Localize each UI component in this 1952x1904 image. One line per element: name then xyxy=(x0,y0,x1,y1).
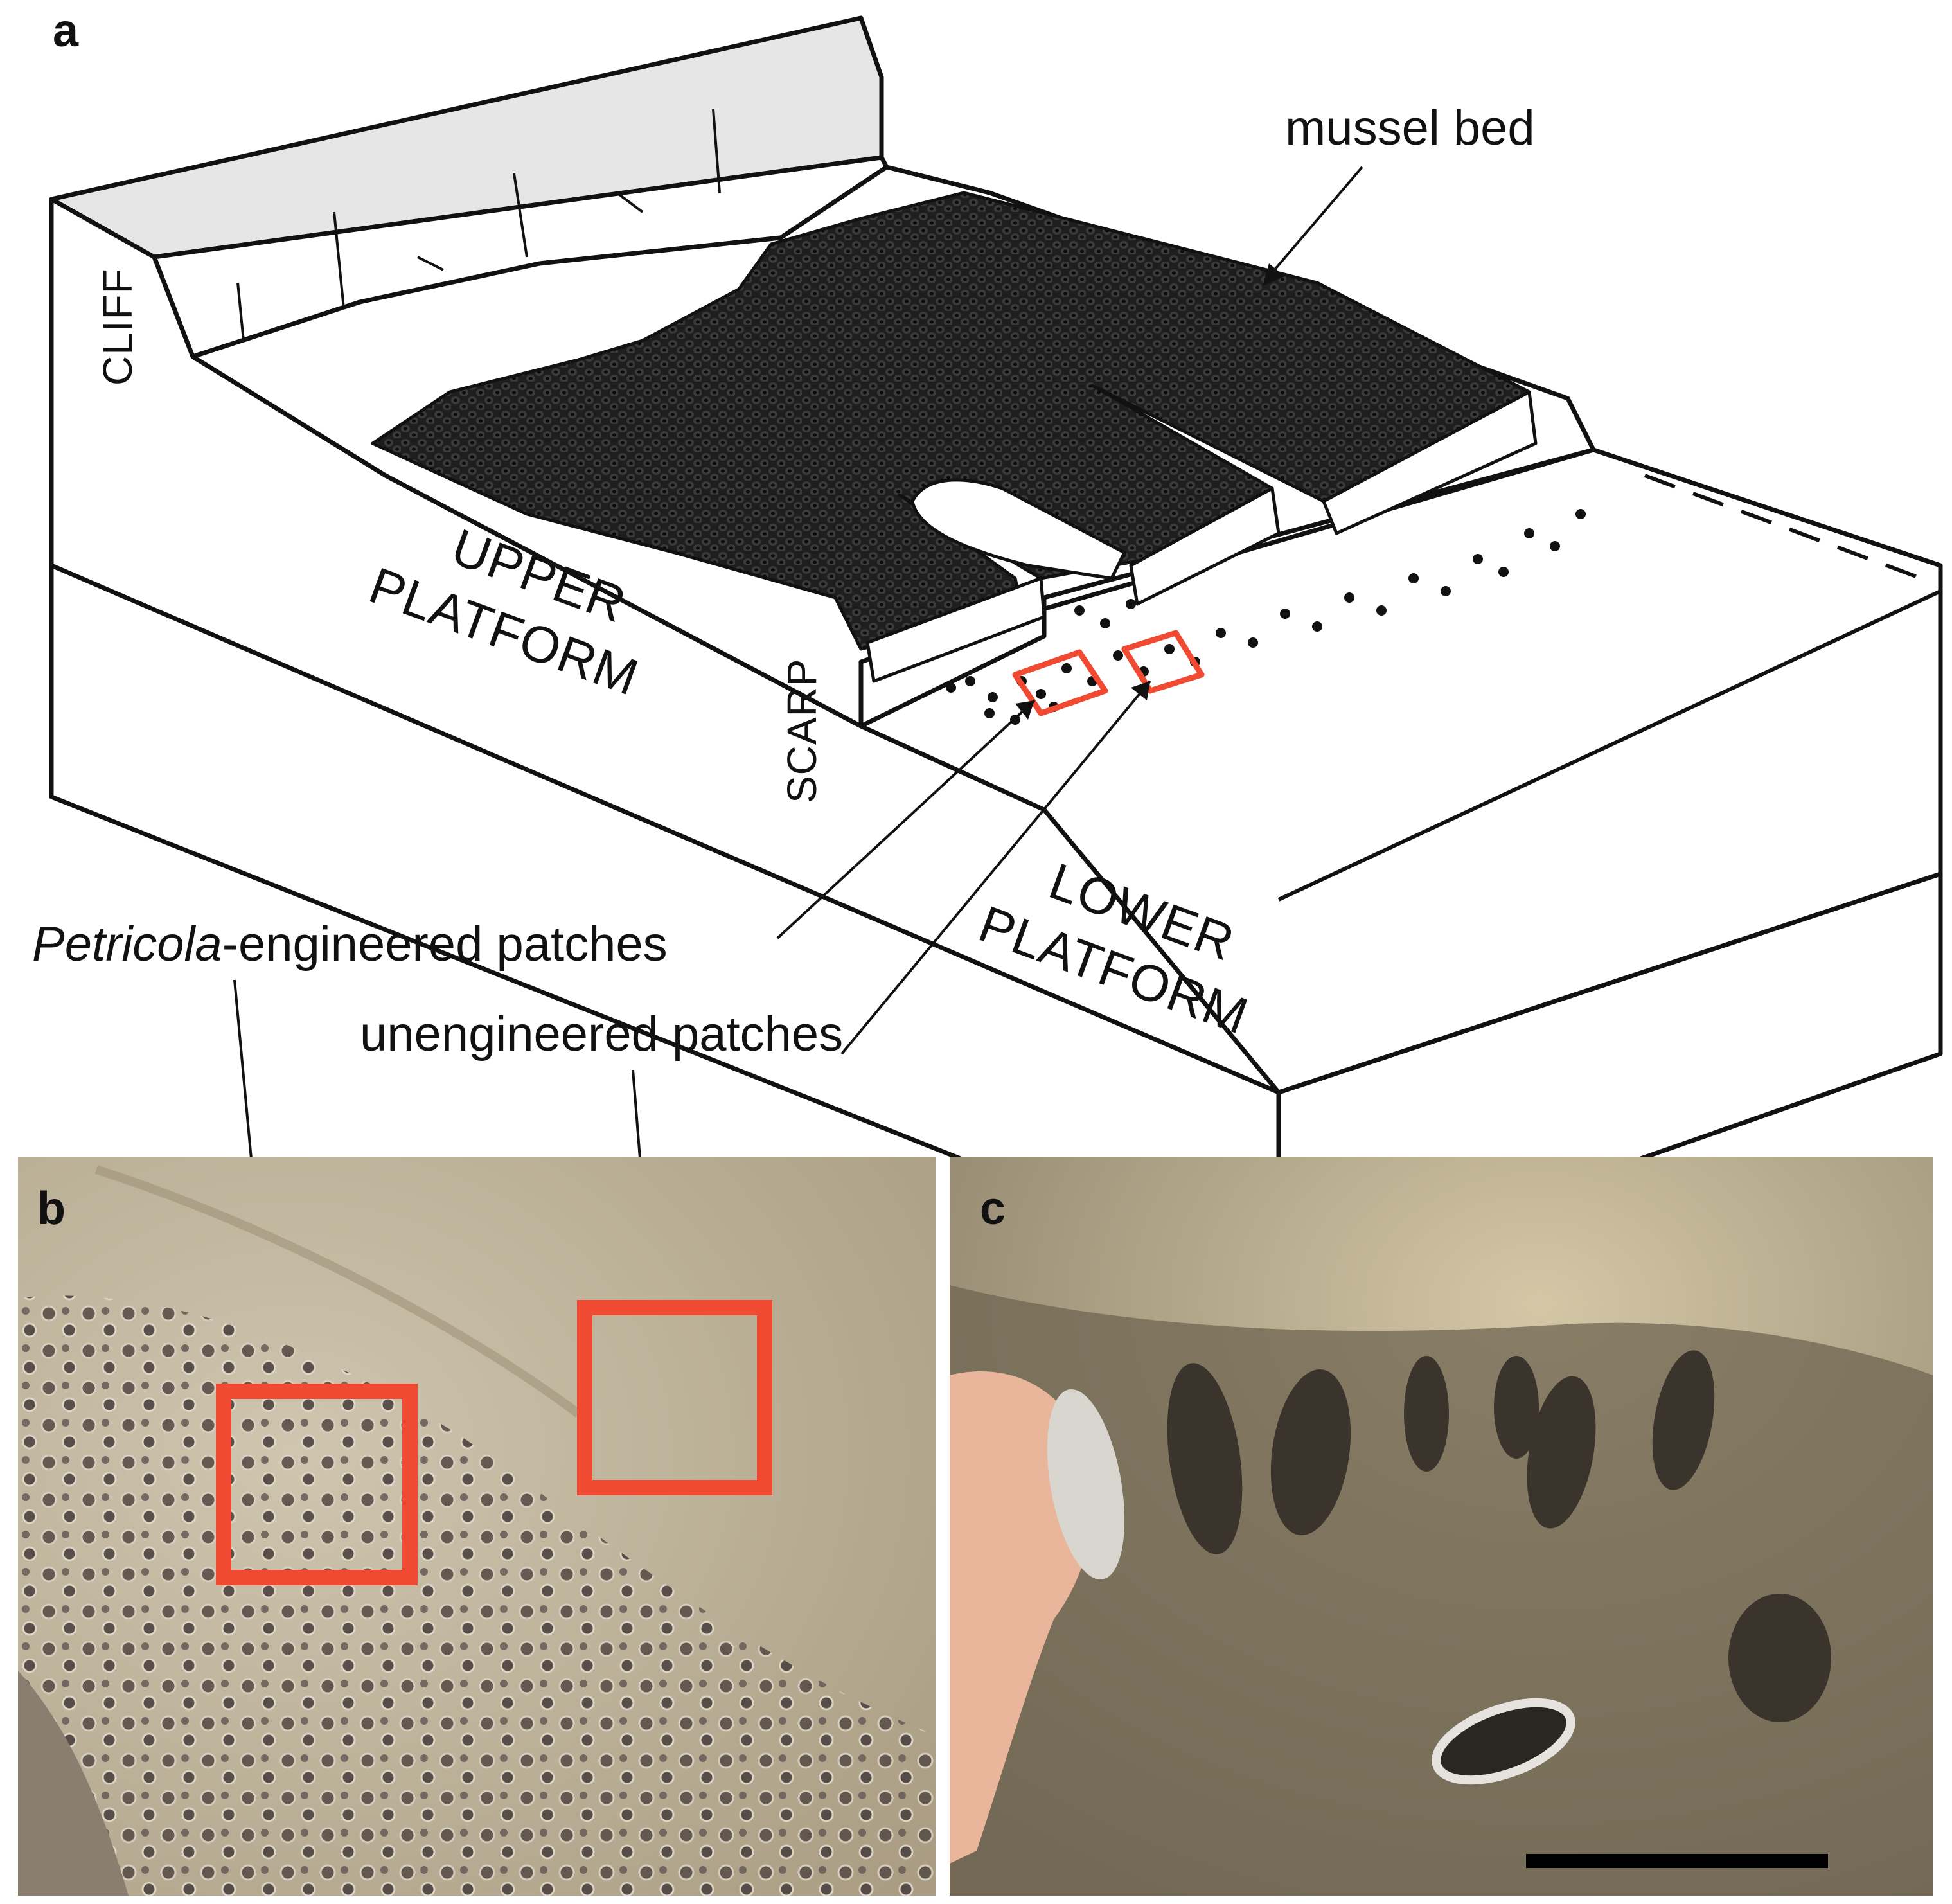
mussel-bed xyxy=(371,191,1531,651)
panel-a-block-diagram xyxy=(49,15,1943,1288)
label-petricola-rest: -engineered patches xyxy=(222,917,668,972)
label-petricola-patches: Petricola-engineered patches xyxy=(32,917,668,972)
label-unengineered-patches: unengineered patches xyxy=(360,1007,843,1062)
arrow-line-mussel-bed xyxy=(1268,166,1363,278)
photo-c-burrows xyxy=(1167,1350,1831,1722)
bare-rock-gap xyxy=(910,478,1126,580)
panel-c-photo: c xyxy=(950,1157,1933,1896)
photo-c-clam xyxy=(1047,1389,1125,1580)
label-petricola-italic: Petricola xyxy=(32,917,222,972)
petricola-patch-box-diagram xyxy=(1012,649,1108,716)
panel-c-letter: c xyxy=(980,1183,1006,1234)
photo-c-open-shell xyxy=(1432,1698,1575,1785)
unengineered-patch-box-diagram xyxy=(1121,630,1205,694)
photo-b-unengineered-box xyxy=(577,1300,772,1495)
photo-b-crease xyxy=(94,1165,581,1418)
panel-a-letter: a xyxy=(53,5,79,57)
mussel-edge-mid xyxy=(1129,486,1281,606)
arrow-head-unengineered xyxy=(1131,681,1150,700)
arrow-head-mussel-bed xyxy=(1263,263,1285,286)
photo-b-shell-field xyxy=(18,1295,936,1896)
lower-platform-top xyxy=(858,447,1943,1095)
panel-b-letter: b xyxy=(37,1183,66,1234)
arrow-line-petricola xyxy=(776,699,1036,939)
arrow-head-petricola xyxy=(1015,700,1034,720)
label-scarp: SCARP xyxy=(779,659,825,804)
mussel-edge-right xyxy=(1322,390,1538,535)
scale-bar xyxy=(1526,1854,1828,1868)
arrow-line-unengineered xyxy=(840,680,1151,1055)
cliff-cracks xyxy=(236,109,721,348)
mussel-edge-left xyxy=(865,576,1046,683)
label-mussel-bed: mussel bed xyxy=(1285,101,1535,156)
photo-b-petricola-box xyxy=(216,1384,418,1585)
label-cliff: CLIFF xyxy=(94,268,141,386)
photo-b-sand-corner xyxy=(18,1671,129,1896)
panel-b-photo: b xyxy=(18,1157,936,1896)
